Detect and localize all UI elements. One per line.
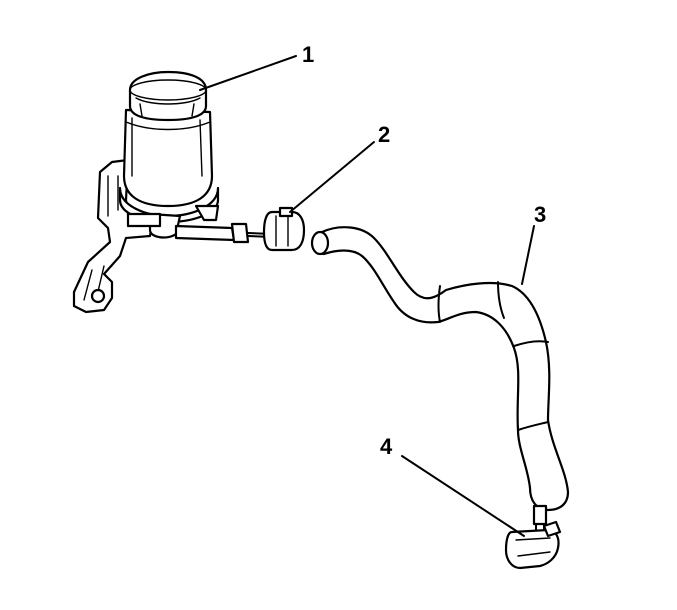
clamp-lower	[504, 504, 562, 570]
callout-2: 2	[378, 122, 390, 147]
return-hose	[310, 226, 570, 512]
leader-line-2	[289, 141, 375, 213]
callout-3: 3	[534, 202, 546, 227]
leader-lines	[199, 55, 535, 537]
callout-4: 4	[380, 434, 393, 459]
outlet-pipe	[126, 212, 273, 244]
leader-line-3	[521, 225, 535, 285]
leader-line-1	[199, 55, 297, 91]
leader-line-4	[401, 455, 525, 537]
clamp-upper	[262, 206, 306, 252]
mounting-bracket	[72, 158, 154, 314]
callout-1: 1	[302, 42, 314, 67]
reservoir	[118, 70, 220, 239]
